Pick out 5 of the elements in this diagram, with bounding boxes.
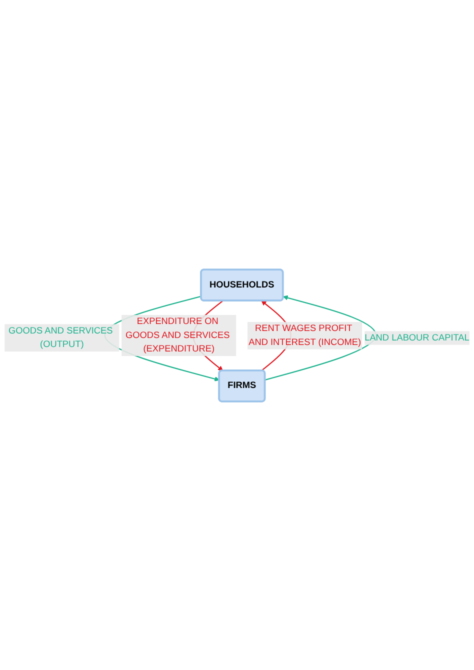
arrow — [264, 294, 376, 380]
edge-label: RENT WAGES PROFIT AND INTEREST (INCOME) — [248, 323, 362, 347]
edge-label: EXPENDITURE ON GOODS AND SERVICES (EXPENDITURE) — [125, 316, 230, 354]
edge-label: GOODS AND SERVICES (OUTPUT) — [8, 325, 113, 349]
edge-label: LAND LABOUR CAPITAL — [364, 332, 470, 342]
